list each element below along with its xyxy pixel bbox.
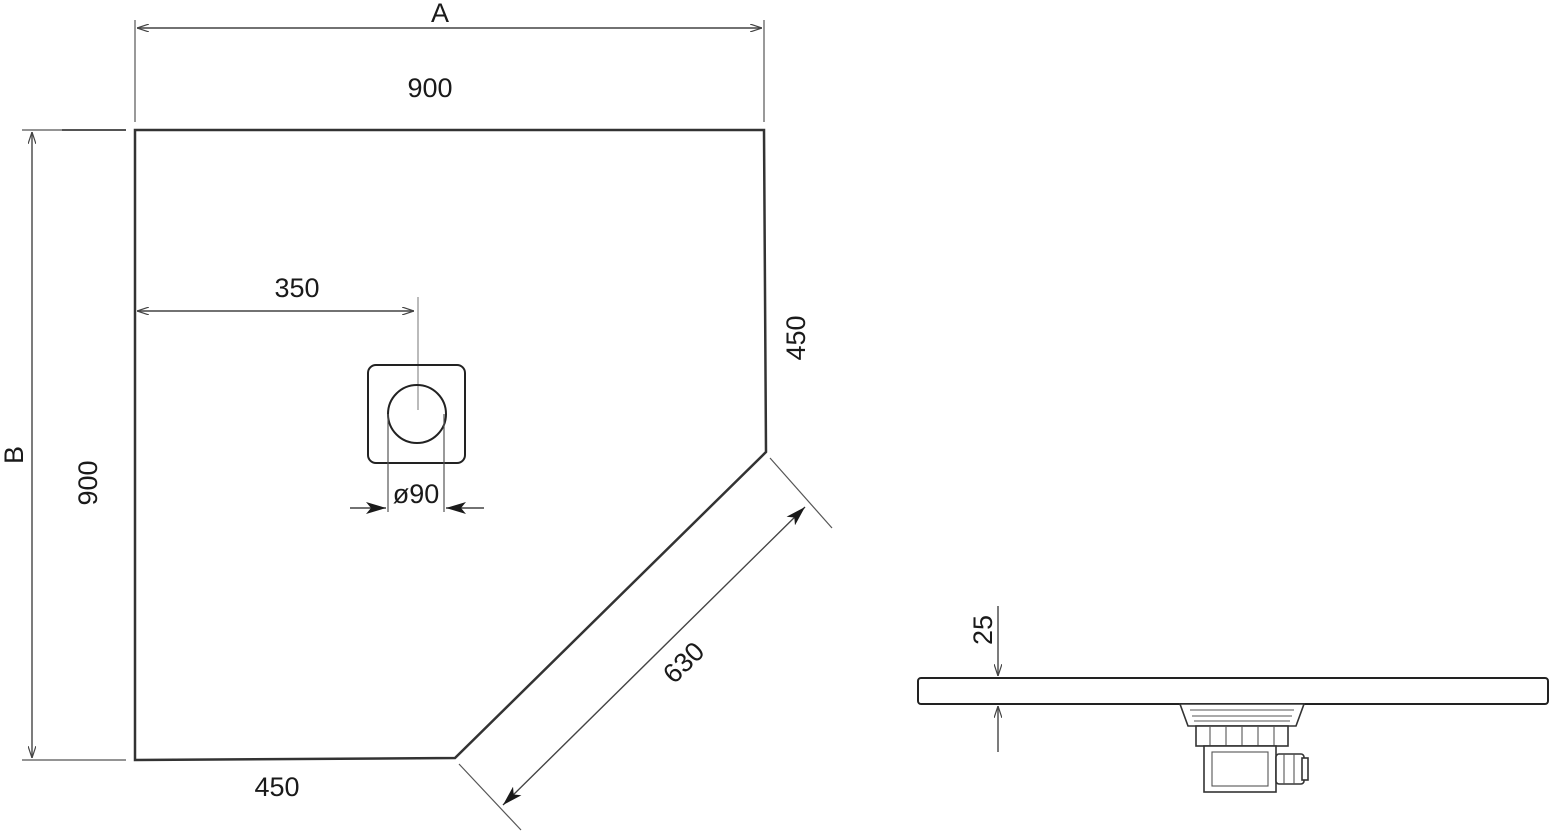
drain-grate bbox=[367, 364, 466, 464]
dim-side-bottom-value: 450 bbox=[254, 772, 299, 802]
dim-height-value: 900 bbox=[73, 460, 103, 505]
dim-side-right-value: 450 bbox=[781, 315, 811, 360]
dim-diag-ext-bottom bbox=[458, 763, 522, 831]
dim-diag-ext-top bbox=[769, 457, 833, 529]
dim-width-value: 900 bbox=[407, 73, 452, 103]
dim-diag-value: 630 bbox=[657, 636, 710, 689]
drain-assembly bbox=[1178, 703, 1309, 793]
dim-drain-dia-value: ø90 bbox=[393, 479, 440, 509]
dim-drain-offset-value: 350 bbox=[274, 273, 319, 303]
dim-a-label: A bbox=[431, 0, 449, 28]
drain-hole bbox=[387, 384, 447, 444]
side-view: 25 bbox=[917, 606, 1549, 793]
dim-thickness-value: 25 bbox=[968, 615, 998, 645]
dim-diag-line bbox=[502, 506, 806, 806]
plan-view: A 900 B 900 350 ø90 450 450 630 bbox=[0, 0, 833, 831]
tray-slab bbox=[917, 677, 1549, 705]
dim-b-label: B bbox=[0, 446, 29, 464]
